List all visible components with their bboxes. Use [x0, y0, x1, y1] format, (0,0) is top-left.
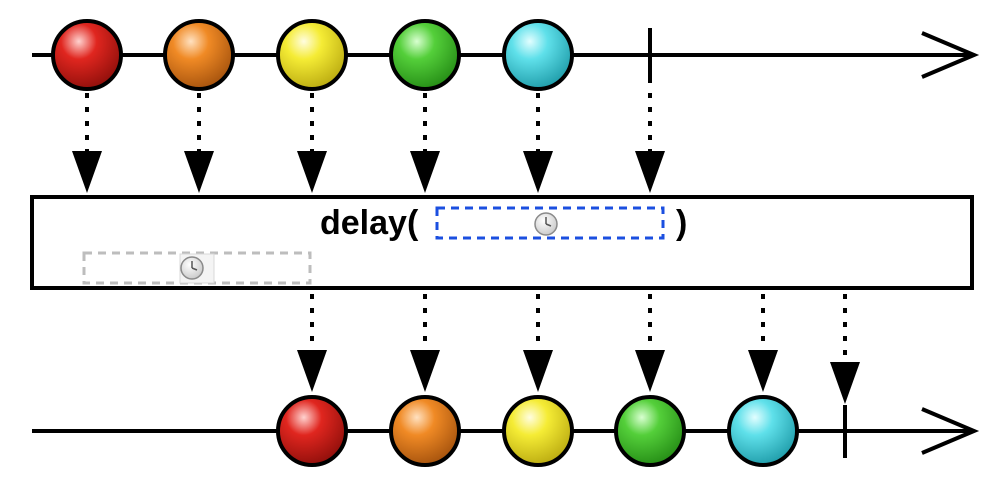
output-arrow: [523, 294, 553, 392]
result-marble-cyan: [727, 395, 799, 467]
result-marble-orange: [389, 395, 461, 467]
operator-box-frame: [30, 195, 974, 290]
input-arrow: [635, 93, 665, 193]
operator-name: delay(: [320, 204, 419, 242]
clock-icon: [179, 253, 215, 284]
source-timeline-arrowhead: [921, 31, 980, 79]
input-arrow: [72, 93, 102, 193]
operator-close-paren: ): [676, 204, 687, 242]
source-marbles: [51, 19, 574, 91]
output-arrows: [297, 294, 860, 404]
output-arrow: [410, 294, 440, 392]
input-arrows: [72, 93, 665, 193]
source-marble-yellow: [276, 19, 348, 91]
output-arrow: [635, 294, 665, 392]
source-marble-red: [51, 19, 123, 91]
output-arrow: [297, 294, 327, 392]
result-marble-red: [276, 395, 348, 467]
operator-box: delay( ): [30, 195, 974, 290]
source-marble-green: [389, 19, 461, 91]
source-marble-orange: [163, 19, 235, 91]
result-timeline-arrowhead: [921, 407, 980, 455]
input-arrow: [523, 93, 553, 193]
input-arrow: [410, 93, 440, 193]
delay-parameter-box: [435, 206, 665, 240]
output-arrow-completion: [830, 294, 860, 404]
result-marble-green: [614, 395, 686, 467]
input-arrow: [184, 93, 214, 193]
result-marbles: [276, 395, 799, 467]
result-marble-yellow: [502, 395, 574, 467]
output-arrow: [748, 294, 778, 392]
input-arrow: [297, 93, 327, 193]
source-marble-cyan: [502, 19, 574, 91]
clock-icon: [534, 212, 558, 236]
